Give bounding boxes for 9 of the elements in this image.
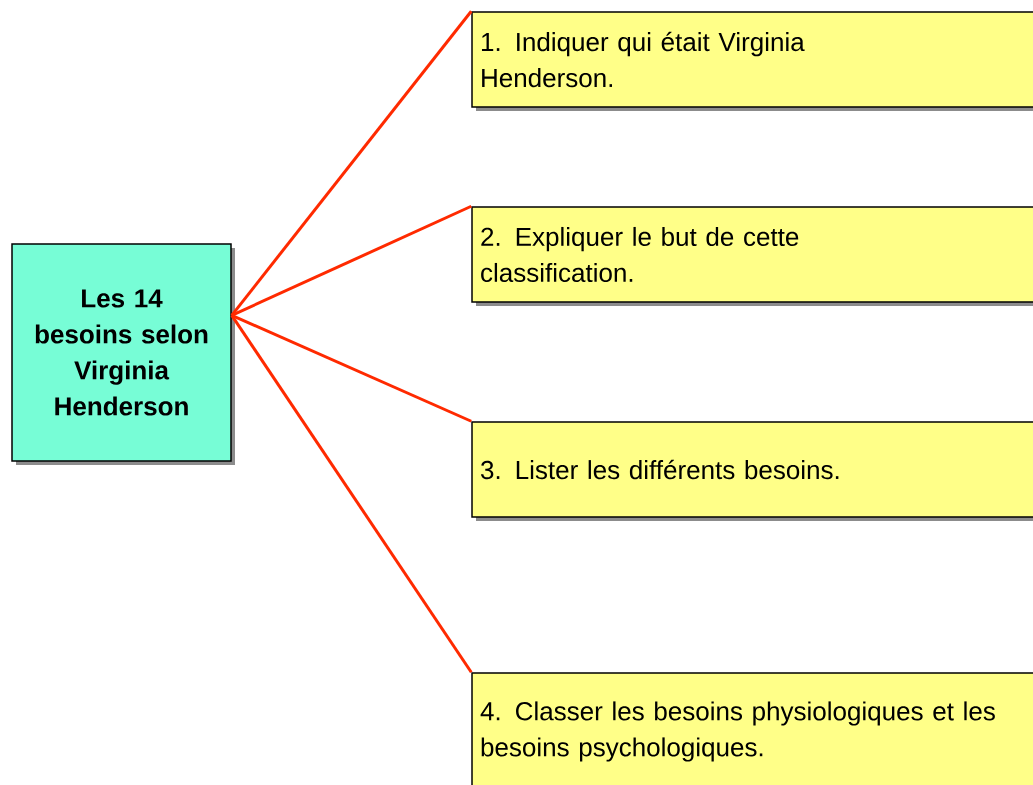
connector-line [230,314,473,674]
connector-line [230,10,473,317]
connector-line [231,204,472,317]
task-box: 4. Classer les besoins physiologiques et les besoins psychologiques. [471,672,1033,785]
task-box: 2. Expliquer le but de cette classification. [471,206,1033,306]
connector-line [231,313,472,423]
task-box: 3. Lister les différents besoins. [471,421,1033,521]
task-box: 1. Indiquer qui était Virginia Henderson. [471,11,1033,111]
topic-box: Les 14 besoins selon Virginia Henderson [11,243,235,465]
